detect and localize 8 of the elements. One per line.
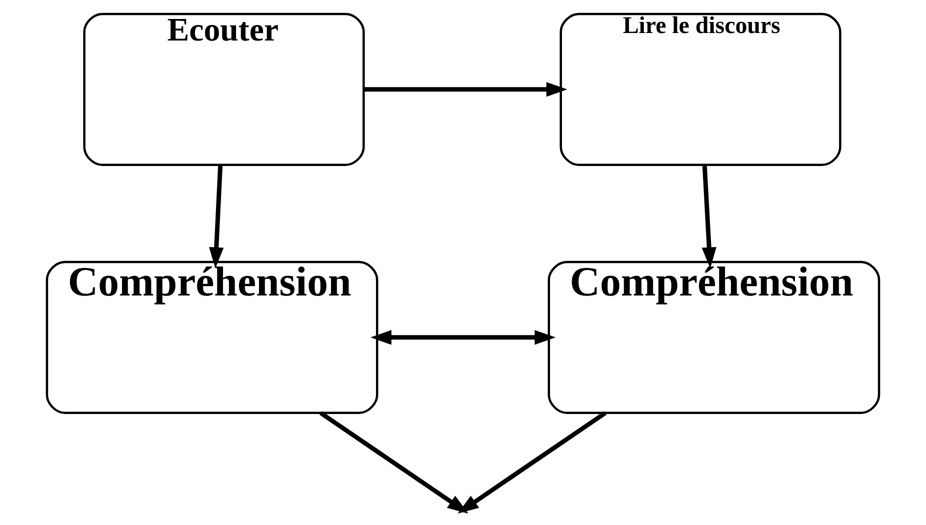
arrow (209, 164, 224, 268)
node-box: Ecouter (83, 12, 365, 166)
arrow (364, 82, 568, 97)
arrow (702, 164, 716, 268)
node-box: Compréhension (548, 260, 880, 414)
node-box: Compréhension (46, 260, 378, 414)
node-box: Lire le discours (560, 12, 842, 166)
arrow (370, 330, 556, 345)
